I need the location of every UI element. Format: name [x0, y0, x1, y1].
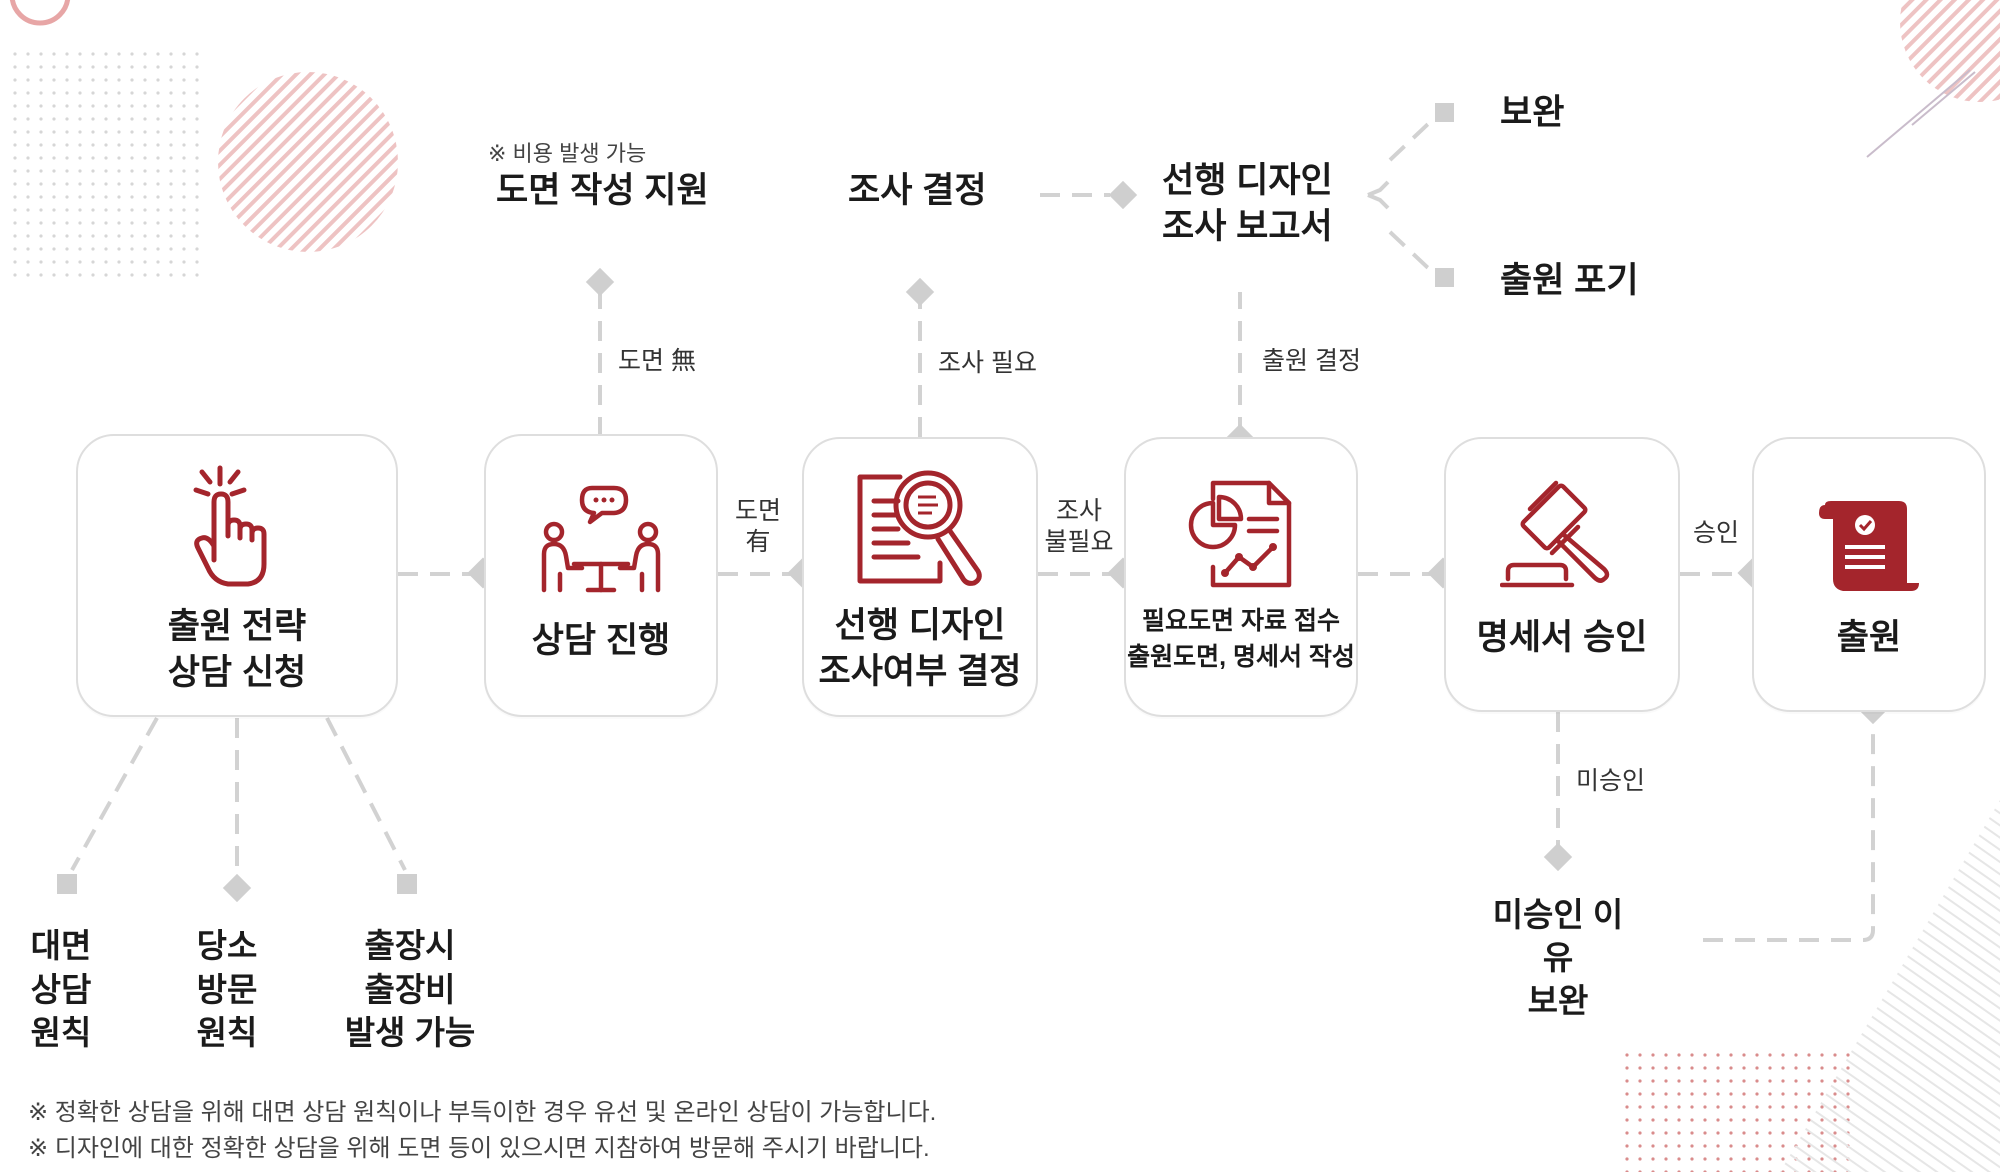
- option-line: 출장비: [364, 970, 456, 1008]
- decor-stripe-triangle: [1780, 800, 2000, 1172]
- option-office-visit: 당소 방문 원칙: [186, 924, 268, 1055]
- step-title-line1: 필요도면 자료 접수: [1142, 607, 1340, 635]
- junction-diamond: [1108, 180, 1138, 210]
- consultation-meeting-icon: [541, 485, 661, 593]
- prior-report-heading: 선행 디자인 조사 보고서: [1162, 158, 1333, 249]
- gavel-icon: [1500, 480, 1610, 588]
- label-line: 有: [745, 528, 771, 557]
- step-drawings-and-specification: 필요도면 자료 접수 출원도면, 명세서 작성: [1124, 437, 1358, 717]
- junction-diamond: [905, 277, 935, 307]
- step-title-line1: 출원 전략: [167, 607, 307, 646]
- option-marker: [57, 874, 77, 894]
- option-line: 상담: [30, 970, 92, 1008]
- label-filing-decision: 출원 결정: [1262, 347, 1361, 375]
- junction-diamond: [1543, 842, 1573, 872]
- option-line: 대면: [30, 927, 92, 964]
- footnote-1: ※ 정확한 상담을 위해 대면 상담 원칙이나 부득이한 경우 유선 및 온라인…: [28, 1099, 937, 1126]
- drawing-support-heading: 도면 작성 지원: [496, 171, 709, 210]
- heading-line: 조사 보고서: [1162, 206, 1333, 246]
- heading-line: 보완: [1527, 981, 1589, 1019]
- option-marker: [397, 874, 417, 894]
- label-survey-unneeded: 조사 불필요: [1036, 496, 1122, 559]
- decor-ring: [9, 0, 71, 26]
- decor-stripe-circle-left: [218, 72, 398, 252]
- decor-line: [1911, 71, 1976, 126]
- decor-stripe-circle-right: [1900, 0, 2000, 102]
- label-not-approved: 미승인: [1576, 767, 1646, 795]
- report-chart-icon: [1188, 480, 1292, 588]
- branch-marker: [1435, 268, 1454, 287]
- step-title-line2: 출원도면, 명세서 작성: [1127, 642, 1355, 671]
- footnote-2: ※ 디자인에 대한 정확한 상담을 위해 도면 등이 있으시면 지참하여 방문해…: [28, 1135, 930, 1162]
- label-line: 불필요: [1044, 528, 1114, 557]
- decor-dots-left: [4, 50, 204, 280]
- decor-line: [1866, 69, 1971, 158]
- step-consultation: 상담 진행: [484, 434, 718, 717]
- step-title-line1: 선행 디자인: [834, 606, 1006, 645]
- option-marker: [222, 873, 252, 903]
- label-drawing-none: 도면 無: [618, 347, 696, 375]
- label-line: 도면: [734, 497, 781, 525]
- abandon-heading: 출원 포기: [1500, 261, 1639, 300]
- option-line: 발생 가능: [344, 1014, 476, 1052]
- option-line: 당소: [196, 927, 258, 964]
- label-drawing-yes: 도면 有: [726, 496, 790, 559]
- option-line: 원칙: [196, 1014, 258, 1052]
- label-line: 조사: [1055, 497, 1102, 525]
- step-title-line2: 조사여부 결정: [818, 651, 1022, 691]
- step-strategy-consult-request: 출원 전략 상담 신청: [76, 434, 398, 717]
- heading-line: 미승인 이유: [1492, 896, 1624, 976]
- option-business-trip: 출장시 출장비 발생 가능: [340, 924, 480, 1055]
- tap-hand-icon: [193, 465, 267, 587]
- step-title-line1: 출원: [1836, 618, 1902, 657]
- label-survey-needed: 조사 필요: [938, 349, 1037, 377]
- reject-reason-heading: 미승인 이유 보완: [1478, 894, 1638, 1023]
- option-line: 원칙: [30, 1014, 92, 1052]
- heading-line: 선행 디자인: [1162, 161, 1333, 200]
- branch-marker: [1435, 103, 1454, 122]
- step-prior-design-decision: 선행 디자인 조사여부 결정: [802, 437, 1038, 717]
- option-line: 방문: [196, 970, 258, 1008]
- certificate-scroll-icon: [1819, 501, 1919, 591]
- supplement-heading: 보완: [1500, 93, 1565, 132]
- step-title-line1: 명세서 승인: [1476, 618, 1648, 657]
- document-search-icon: [857, 470, 982, 586]
- step-specification-approval: 명세서 승인: [1444, 437, 1680, 712]
- survey-decision-heading: 조사 결정: [848, 171, 987, 210]
- label-approve: 승인: [1692, 519, 1739, 547]
- cost-note: ※ 비용 발생 가능: [488, 141, 647, 166]
- option-line: 출장시: [364, 927, 456, 964]
- step-title-line1: 상담 진행: [531, 621, 671, 660]
- junction-diamond: [585, 267, 615, 297]
- step-filing: 출원: [1752, 437, 1986, 712]
- step-title-line2: 상담 신청: [167, 652, 307, 692]
- option-face-to-face: 대면 상담 원칙: [20, 924, 102, 1055]
